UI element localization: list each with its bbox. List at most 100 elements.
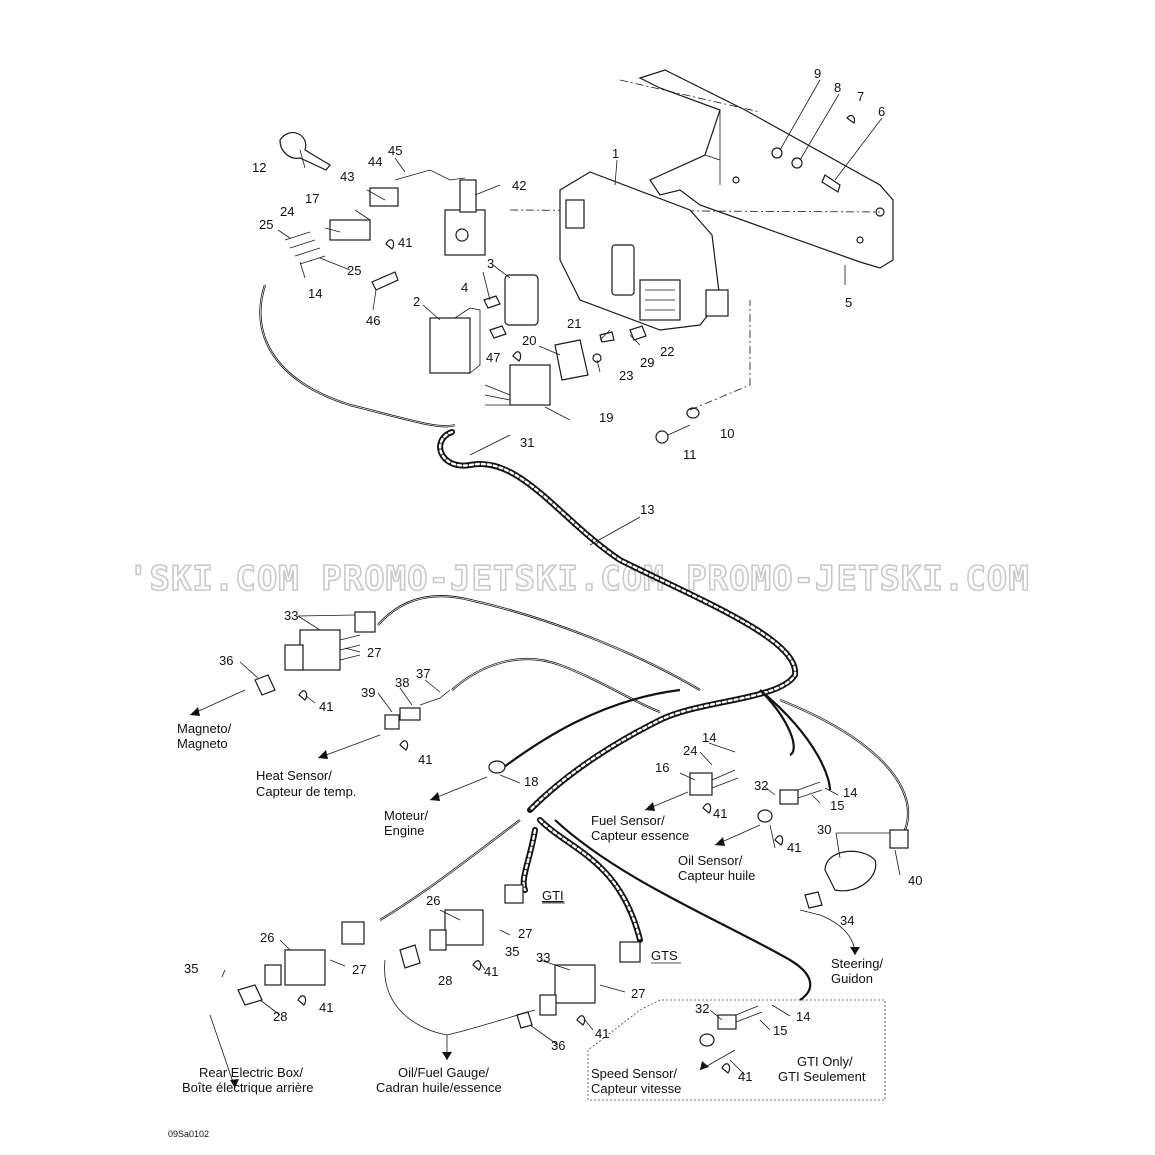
heat-sensor-caption-fr: Capteur de temp. xyxy=(256,784,356,799)
part-label-14a: 14 xyxy=(308,286,322,301)
part-label-33b: 33 xyxy=(536,950,550,965)
magneto-caption-fr: Magneto xyxy=(177,736,228,751)
part-label-23: 23 xyxy=(619,368,633,383)
part-label-38: 38 xyxy=(395,675,409,690)
part-label-19: 19 xyxy=(599,410,613,425)
part-label-41b: 41 xyxy=(319,699,333,714)
part-label-40: 40 xyxy=(908,873,922,888)
part-label-27b: 27 xyxy=(352,962,366,977)
engine-caption-fr: Moteur/ xyxy=(384,808,428,823)
part-label-41e: 41 xyxy=(787,840,801,855)
part-label-24a: 24 xyxy=(280,204,294,219)
part-label-39: 39 xyxy=(361,685,375,700)
part-label-4: 4 xyxy=(461,280,468,295)
gti-only-frame xyxy=(587,999,886,1101)
magneto-caption-en: Magneto/ xyxy=(177,721,232,736)
part-label-2: 2 xyxy=(413,294,420,309)
engine-caption-en: Engine xyxy=(384,823,424,838)
part-label-45: 45 xyxy=(388,143,402,158)
part-label-14b: 14 xyxy=(702,730,716,745)
rear-box-caption-fr: Boîte électrique arrière xyxy=(182,1080,314,1095)
part-label-5: 5 xyxy=(845,295,852,310)
main-harness xyxy=(437,429,799,943)
fasteners-top xyxy=(655,114,856,444)
part-label-36b: 36 xyxy=(551,1038,565,1053)
part-label-6: 6 xyxy=(878,104,885,119)
part-label-1: 1 xyxy=(612,146,619,161)
part-number-labels: 1 2 3 4 5 6 7 8 9 10 11 12 13 14 14 14 1… xyxy=(184,66,922,1084)
part-label-43: 43 xyxy=(340,169,354,184)
gts-tag: GTS xyxy=(651,948,678,963)
part-label-35a: 35 xyxy=(184,961,198,976)
part-label-16: 16 xyxy=(655,760,669,775)
branch-wires xyxy=(259,284,910,1001)
part-label-18: 18 xyxy=(524,774,538,789)
part-label-22: 22 xyxy=(660,344,674,359)
magneto-connectors xyxy=(254,611,506,774)
part-label-32b: 32 xyxy=(695,1001,709,1016)
part-label-41h: 41 xyxy=(595,1026,609,1041)
part-label-3: 3 xyxy=(487,256,494,271)
part-label-15b: 15 xyxy=(773,1023,787,1038)
part-label-41a: 41 xyxy=(398,235,412,250)
fuse-holder-group xyxy=(429,274,647,406)
part-label-46: 46 xyxy=(366,313,380,328)
part-label-28a: 28 xyxy=(273,1009,287,1024)
oil-sensor-caption-fr: Capteur huile xyxy=(678,868,755,883)
part-label-11: 11 xyxy=(683,447,697,462)
part-label-7: 7 xyxy=(857,89,864,104)
part-label-27a: 27 xyxy=(367,645,381,660)
gauge-caption-en: Oil/Fuel Gauge/ xyxy=(398,1065,489,1080)
part-label-47: 47 xyxy=(486,350,500,365)
part-label-36a: 36 xyxy=(219,653,233,668)
part-label-44: 44 xyxy=(368,154,382,169)
part-label-29: 29 xyxy=(640,355,654,370)
steering-caption-en: Steering/ xyxy=(831,956,883,971)
part-label-41d: 41 xyxy=(713,806,727,821)
part-label-21: 21 xyxy=(567,316,581,331)
drawing-code: 09Sa0102 xyxy=(168,1129,209,1139)
callout-arrowheads xyxy=(190,707,860,1088)
oil-sensor-caption-en: Oil Sensor/ xyxy=(678,853,743,868)
fuel-sensor-caption-fr: Capteur essence xyxy=(591,828,689,843)
part-label-25b: 25 xyxy=(347,263,361,278)
part-label-41c: 41 xyxy=(418,752,432,767)
part-label-28b: 28 xyxy=(438,973,452,988)
model-tags: GTI GTS xyxy=(542,888,681,964)
gti-tag: GTI xyxy=(542,888,564,903)
part-label-24b: 24 xyxy=(683,743,697,758)
callout-captions: Magneto/ Magneto Heat Sensor/ Capteur de… xyxy=(177,721,883,1096)
gti-only-caption-en: GTI Only/ xyxy=(797,1054,853,1069)
top-left-connectors xyxy=(279,132,486,291)
steering-caption-fr: Guidon xyxy=(831,971,873,986)
bottom-connectors xyxy=(237,884,641,1029)
part-label-17: 17 xyxy=(305,191,319,206)
rear-box-caption-en: Rear Electric Box/ xyxy=(199,1065,303,1080)
part-label-25a: 25 xyxy=(259,217,273,232)
part-label-8: 8 xyxy=(834,80,841,95)
part-label-42: 42 xyxy=(512,178,526,193)
part-label-14c: 14 xyxy=(843,785,857,800)
part-label-41i: 41 xyxy=(738,1069,752,1084)
watermark: 'SKI.COM PROMO-JETSKI.COM PROMO-JETSKI.C… xyxy=(128,559,1030,599)
part-label-9: 9 xyxy=(814,66,821,81)
part-label-14d: 14 xyxy=(796,1009,810,1024)
part-label-31: 31 xyxy=(520,435,534,450)
heat-sensor-caption-en: Heat Sensor/ xyxy=(256,768,332,783)
part-label-10: 10 xyxy=(720,426,734,441)
part-label-20: 20 xyxy=(522,333,536,348)
part-label-26b: 26 xyxy=(426,893,440,908)
mounting-bracket xyxy=(509,69,894,269)
gauge-caption-fr: Cadran huile/essence xyxy=(376,1080,502,1095)
speed-sensor-caption-en: Speed Sensor/ xyxy=(591,1066,677,1081)
part-label-30: 30 xyxy=(817,822,831,837)
sensor-connectors xyxy=(689,769,909,1047)
part-label-12: 12 xyxy=(252,160,266,175)
part-label-34: 34 xyxy=(840,913,854,928)
part-label-35b: 35 xyxy=(505,944,519,959)
speed-sensor-caption-fr: Capteur vitesse xyxy=(591,1081,681,1096)
part-label-32a: 32 xyxy=(754,778,768,793)
part-label-37: 37 xyxy=(416,666,430,681)
part-label-41g: 41 xyxy=(484,964,498,979)
